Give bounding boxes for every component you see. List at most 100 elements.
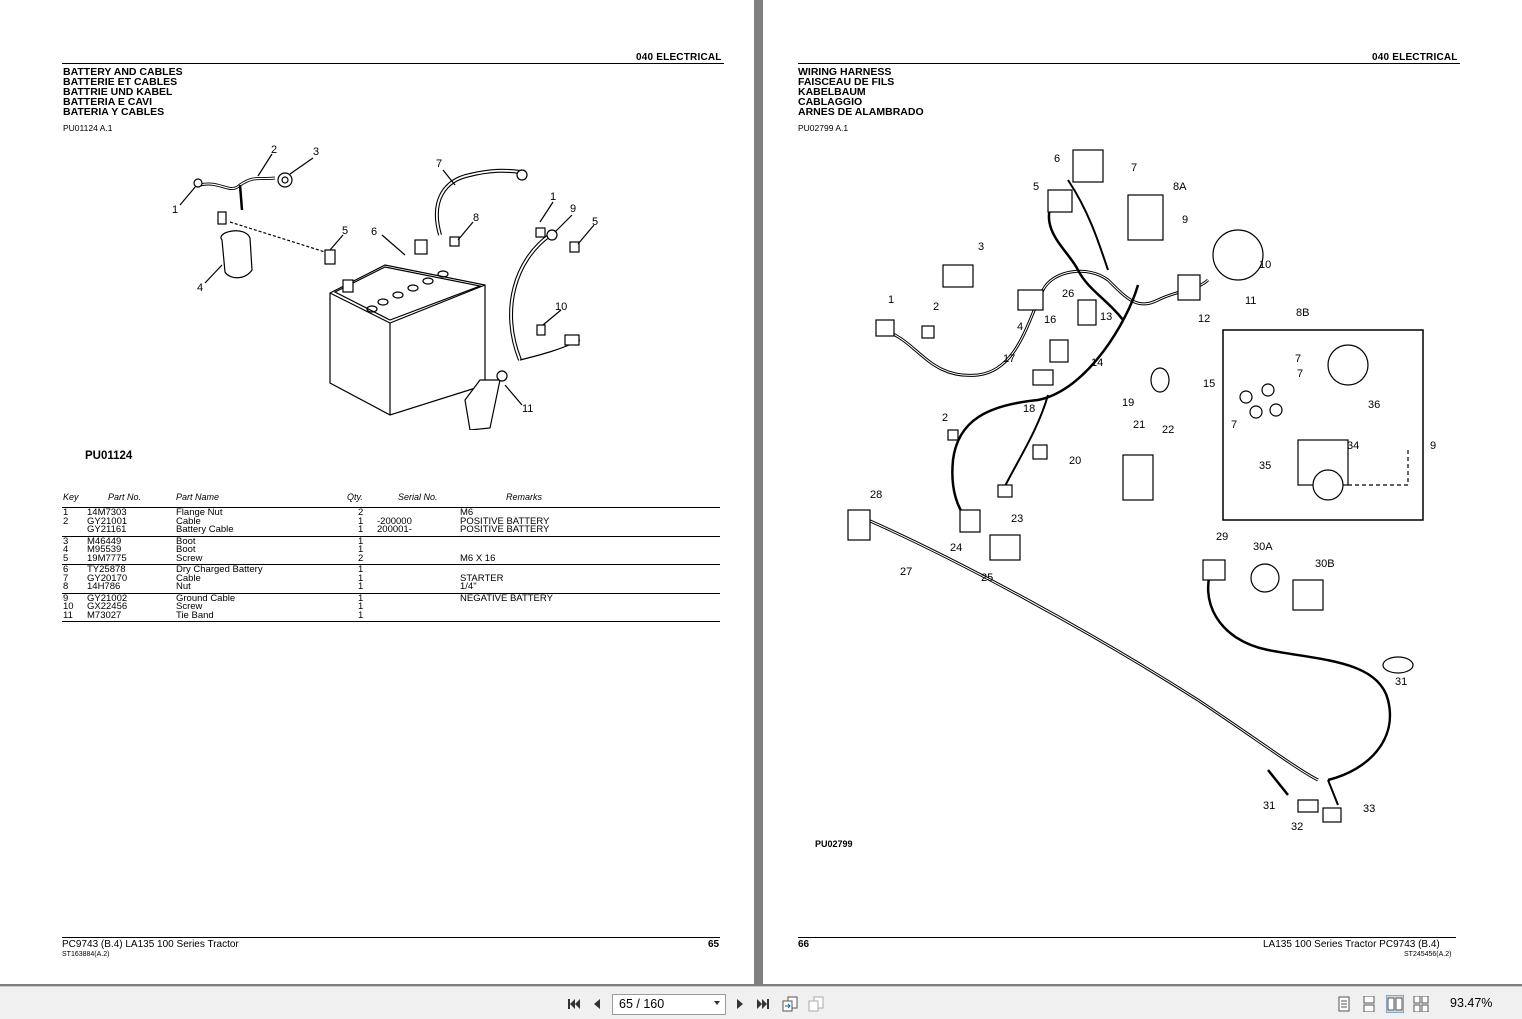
callout: 22 — [1162, 424, 1174, 436]
zoom-level[interactable]: 93.47% — [1450, 996, 1493, 1010]
callout: 3 — [313, 146, 319, 158]
callout: 9 — [1182, 214, 1188, 226]
cell-name: Ground Cable — [176, 592, 236, 604]
callout: 7 — [1295, 353, 1301, 365]
callout: 18 — [1023, 403, 1035, 415]
footer-code: ST245456(A.2) — [1404, 951, 1452, 958]
cell-qty: 1 — [358, 601, 364, 612]
cell-key: 5 — [63, 552, 69, 564]
cell-key: 8 — [63, 581, 69, 592]
header-serial: Serial No. — [398, 492, 438, 502]
cell-part: M73027 — [87, 609, 122, 621]
callout: 10 — [1259, 259, 1271, 271]
continuous-icon[interactable] — [1360, 995, 1378, 1013]
page-number: 65 — [708, 939, 720, 950]
footer-code: ST163884(A.2) — [62, 951, 110, 958]
cell-key: 11 — [63, 609, 73, 621]
cell-key: 9 — [63, 592, 69, 604]
callout: 1 — [888, 294, 894, 306]
footer-text: PC9743 (B.4) LA135 100 Series Tractor — [62, 939, 239, 950]
header-remarks: Remarks — [506, 492, 543, 502]
header-key: Key — [63, 492, 79, 502]
figure-reference: PU01124 A.1 — [63, 123, 113, 133]
page-number: 66 — [798, 939, 810, 950]
go-back-icon[interactable] — [781, 995, 799, 1013]
callout: 35 — [1259, 460, 1271, 472]
page-number-input[interactable]: 65 / 160 — [612, 994, 726, 1015]
header-qty: Qty. — [347, 492, 363, 502]
cell-serial: -200000 — [377, 515, 412, 527]
page-titles: BATTERY AND CABLES BATTERIE ET CABLES BA… — [63, 67, 183, 118]
callout: 30A — [1253, 541, 1273, 553]
footer-rule — [798, 937, 1456, 938]
cell-name: Cable — [176, 572, 201, 584]
cell-remarks: NEGATIVE BATTERY — [460, 592, 553, 604]
callout: 1 — [550, 191, 556, 203]
callout: 14 — [1091, 357, 1103, 369]
cell-qty: 1 — [358, 524, 364, 535]
cell-part: GY21161 — [87, 524, 127, 535]
page-titles: WIRING HARNESS FAISCEAU DE FILS KABELBAU… — [798, 66, 924, 118]
callout: 11 — [522, 403, 533, 415]
callout: 20 — [1069, 455, 1081, 467]
callout: 25 — [981, 572, 993, 584]
battery-diagram: 1 2 3 4 5 6 7 8 1 9 5 10 11 — [172, 144, 598, 430]
cell-key: 2 — [63, 515, 69, 527]
callout: 9 — [1430, 440, 1436, 452]
callout: 21 — [1133, 419, 1145, 431]
header-part: Part No. — [108, 492, 142, 502]
document-viewer: 040 ELECTRICAL BATTERY AND CABLES BATTER… — [0, 0, 1522, 986]
next-page-icon[interactable] — [731, 995, 749, 1013]
title-es: ARNES DE ALAMBRADO — [798, 106, 924, 118]
cell-remarks: STARTER — [460, 572, 504, 584]
header-rule — [62, 63, 724, 64]
callout: 31 — [1263, 800, 1275, 812]
cell-remarks: POSITIVE BATTERY — [460, 515, 550, 527]
cell-name: Screw — [176, 552, 203, 564]
first-page-icon[interactable] — [565, 995, 583, 1013]
cell-part: GX22456 — [87, 601, 128, 612]
prev-page-icon[interactable] — [588, 995, 606, 1013]
cell-part: 19M7775 — [87, 552, 127, 564]
title-de: BATTRIE UND KABEL — [63, 86, 173, 98]
callout: 5 — [592, 216, 598, 228]
cell-serial: 200001- — [377, 524, 412, 535]
figure-label: PU01124 — [85, 450, 133, 462]
callout: 33 — [1363, 803, 1375, 815]
cell-qty: 1 — [358, 609, 364, 621]
callout: 11 — [1245, 295, 1256, 307]
last-page-icon[interactable] — [754, 995, 772, 1013]
callout: 6 — [371, 226, 377, 238]
footer-rule — [62, 937, 720, 938]
callout: 5 — [342, 225, 348, 237]
chevron-down-icon[interactable] — [714, 1001, 720, 1005]
single-page-icon[interactable] — [1335, 995, 1353, 1013]
cell-name: Cable — [176, 515, 201, 527]
cell-remarks: 1/4" — [460, 581, 477, 592]
callout: 36 — [1368, 399, 1380, 411]
section-header: 040 ELECTRICAL — [1372, 52, 1458, 63]
callout: 4 — [1017, 321, 1023, 333]
two-page-icon[interactable] — [1386, 995, 1404, 1013]
callout: 27 — [900, 566, 912, 578]
title-en: WIRING HARNESS — [798, 66, 892, 78]
callout: 8 — [473, 212, 479, 224]
cell-part: M46449 — [87, 535, 122, 547]
table-header: Key Part No. Part Name Qty. Serial No. R… — [62, 490, 720, 508]
cell-qty: 2 — [358, 507, 364, 518]
two-page-continuous-icon[interactable] — [1412, 995, 1430, 1013]
callout: 29 — [1216, 531, 1228, 543]
cell-part: 14M7303 — [87, 507, 127, 518]
callout: 16 — [1044, 314, 1056, 326]
go-forward-icon[interactable] — [807, 995, 825, 1013]
cell-remarks: POSITIVE BATTERY — [460, 524, 550, 535]
cell-part: M95539 — [87, 544, 122, 555]
